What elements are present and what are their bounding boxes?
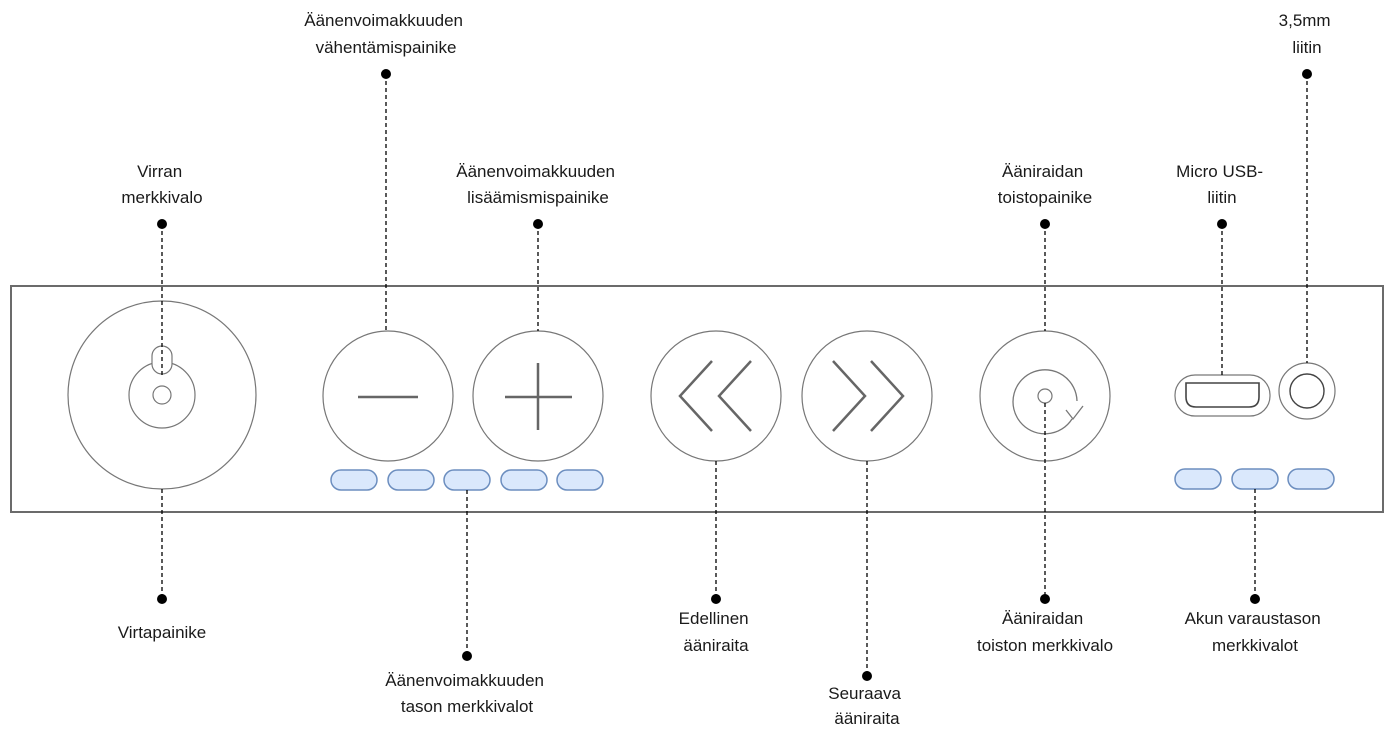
dot-play-led: [1040, 594, 1050, 604]
dot-next: [862, 671, 872, 681]
label-play-led: Ääniraidan toiston merkkivalo: [977, 609, 1113, 655]
label-battery-leds: Akun varaustason merkkivalot: [1185, 609, 1326, 655]
micro-usb-port[interactable]: [1174, 374, 1271, 417]
dot-usb: [1217, 219, 1227, 229]
dot-jack: [1302, 69, 1312, 79]
volume-led: [556, 469, 604, 491]
volume-level-leds: [330, 469, 604, 491]
double-chevron-left-icon: [678, 360, 752, 432]
micro-usb-port-icon: [1185, 382, 1260, 408]
dot-power-button: [157, 594, 167, 604]
label-power-button: Virtapainike: [118, 623, 207, 642]
previous-track-button[interactable]: [650, 330, 782, 462]
dot-previous: [711, 594, 721, 604]
volume-led: [387, 469, 435, 491]
callout-lines: [161, 74, 1308, 676]
play-repeat-icon: [1012, 369, 1084, 435]
volume-led: [330, 469, 378, 491]
dot-battery-leds: [1250, 594, 1260, 604]
dot-volume-up: [533, 219, 543, 229]
volume-led: [500, 469, 548, 491]
audio-jack[interactable]: [1278, 362, 1336, 420]
next-track-button[interactable]: [801, 330, 933, 462]
battery-led: [1231, 468, 1279, 490]
label-power-led: Virran merkkivalo: [121, 162, 202, 207]
label-play: Ääniraidan toistopainike: [998, 162, 1093, 207]
battery-led: [1287, 468, 1335, 490]
label-volume-down: Äänenvoimakkuuden vähentämispainike: [304, 11, 468, 57]
audio-jack-icon: [1289, 373, 1325, 409]
dot-play: [1040, 219, 1050, 229]
dot-volume-leds: [462, 651, 472, 661]
dot-power-led: [157, 219, 167, 229]
callout-dots: [157, 69, 1312, 681]
label-volume-leds: Äänenvoimakkuuden tason merkkivalot: [385, 671, 549, 716]
double-chevron-right-icon: [832, 360, 905, 432]
play-led: [1037, 388, 1053, 404]
plus-icon: [505, 363, 572, 430]
label-jack: 3,5mm liitin: [1279, 11, 1336, 57]
volume-led: [443, 469, 491, 491]
battery-led: [1174, 468, 1222, 490]
volume-up-button[interactable]: [472, 330, 604, 462]
label-usb: Micro USB- liitin: [1176, 162, 1268, 207]
label-previous: Edellinen ääniraita: [679, 609, 754, 655]
power-center-icon: [152, 385, 172, 405]
battery-level-leds: [1174, 468, 1335, 490]
label-volume-up: Äänenvoimakkuuden lisäämismispainike: [456, 162, 620, 207]
dot-volume-down: [381, 69, 391, 79]
label-next: Seuraava ääniraita: [828, 684, 906, 728]
volume-down-button[interactable]: [322, 330, 454, 462]
